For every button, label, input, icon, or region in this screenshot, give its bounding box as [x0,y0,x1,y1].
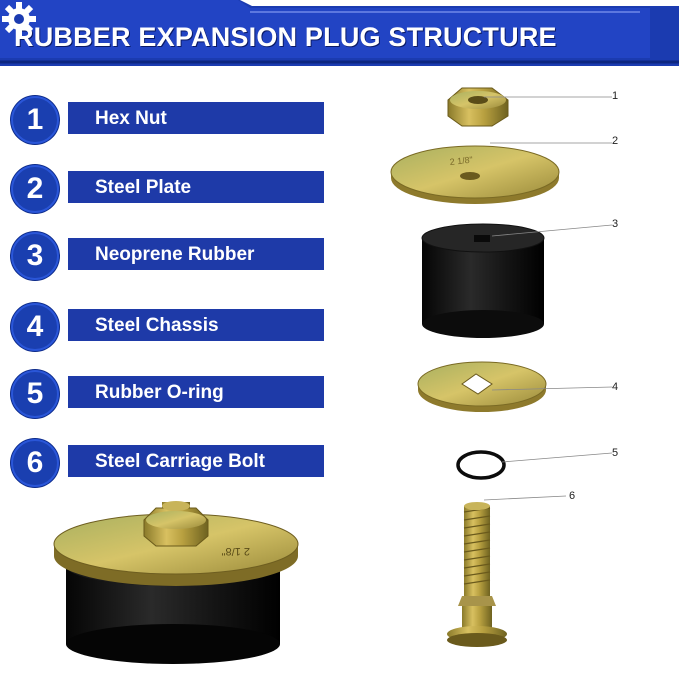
page-title: RUBBER EXPANSION PLUG STRUCTURE [14,22,557,52]
label-bar: Steel Carriage Bolt [62,445,324,477]
number-badge: 4 [11,303,59,351]
neoprene-rubber-illustration [421,223,613,338]
carriage-bolt-illustration [447,495,567,647]
label-bar: Steel Plate [62,171,324,203]
callout-4: 4 [612,381,619,393]
plug-stamp: 2 1/8" [222,545,250,557]
component-item-steel-carriage-bolt: 6 Steel Carriage Bolt [11,439,331,487]
number-badge: 6 [11,439,59,487]
number-badge: 2 [11,165,59,213]
component-label: Rubber O-ring [95,382,224,403]
component-label: Hex Nut [95,108,167,129]
callout-1: 1 [612,90,619,102]
steel-plate-illustration: 2 1/8" [390,142,612,204]
callout-6: 6 [569,490,576,502]
plate-stamp: 2 1/8" [449,155,473,167]
o-ring-illustration [456,450,613,480]
component-item-rubber-o-ring: 5 Rubber O-ring [11,370,331,418]
callout-3: 3 [612,218,619,230]
assembled-plug-illustration: 2 1/8" [53,501,299,664]
component-item-steel-chassis: 4 Steel Chassis [11,303,331,351]
steel-chassis-illustration [417,361,613,412]
component-item-hex-nut: 1 Hex Nut [11,96,331,144]
header-banner: RUBBER EXPANSION PLUG STRUCTURE [0,0,679,66]
component-label: Steel Carriage Bolt [95,451,265,472]
number-badge: 3 [11,232,59,280]
label-bar: Rubber O-ring [62,376,324,408]
component-label: Neoprene Rubber [95,244,255,265]
component-item-steel-plate: 2 Steel Plate [11,165,331,213]
component-label: Steel Chassis [95,315,219,336]
label-bar: Hex Nut [62,102,324,134]
callout-2: 2 [612,135,619,147]
component-label: Steel Plate [95,177,192,198]
number-badge: 1 [11,96,59,144]
gear-icon [2,2,36,36]
callout-5: 5 [612,447,619,459]
hex-nut-illustration [447,87,612,127]
component-item-neoprene-rubber: 3 Neoprene Rubber [11,232,331,280]
number-badge: 5 [11,370,59,418]
label-bar: Steel Chassis [62,309,324,341]
header-background [0,0,679,66]
label-bar: Neoprene Rubber [62,238,324,270]
